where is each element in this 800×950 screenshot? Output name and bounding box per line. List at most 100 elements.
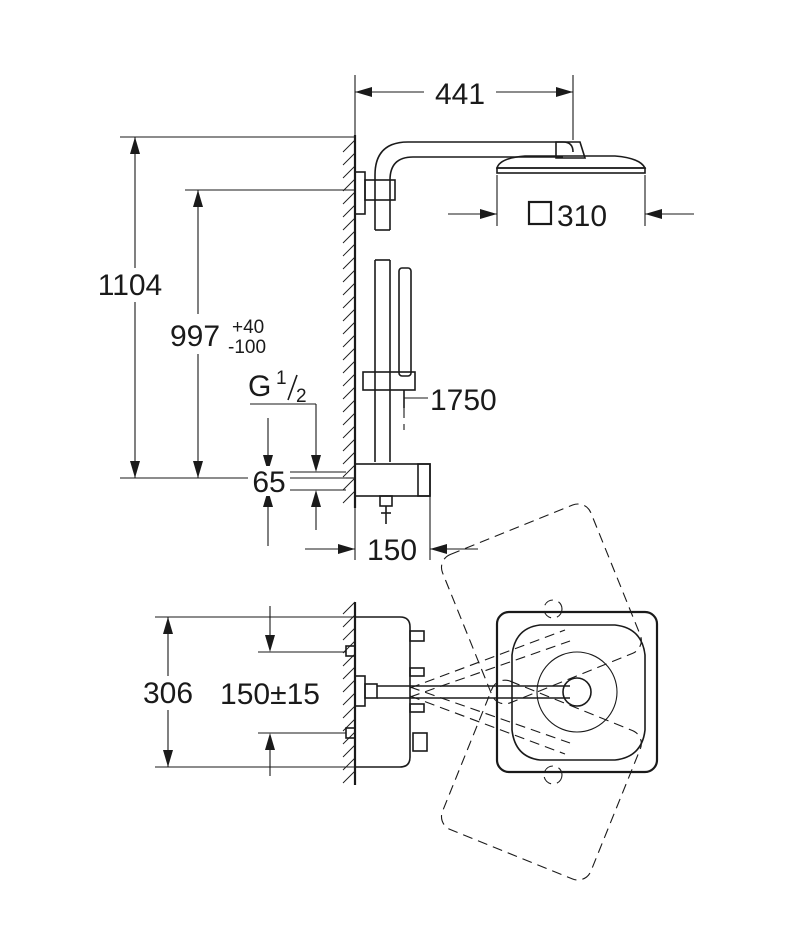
arrow-icon (338, 544, 355, 554)
label-bg (130, 676, 206, 710)
spray-ring (536, 651, 618, 733)
hatch-mark (342, 451, 356, 465)
thermostat-plan (355, 616, 411, 768)
dim-441-label: 441 (435, 78, 485, 111)
arrow-icon (130, 461, 140, 478)
dim-150-15-label: 150±15 (220, 678, 320, 711)
arrow-icon (311, 490, 321, 507)
hatch-mark (342, 477, 356, 491)
label-bg (248, 466, 290, 496)
hatch-mark (342, 770, 356, 784)
arrow-icon (265, 733, 275, 750)
hatch-mark (342, 152, 356, 166)
arm-ghost (409, 695, 566, 755)
hatch-mark (342, 679, 356, 693)
slider-holder (362, 371, 416, 391)
handle-mid (409, 667, 425, 677)
hatch-mark (342, 360, 356, 374)
hand-shower (398, 267, 412, 377)
handle-mid (409, 703, 425, 713)
hatch-mark (342, 282, 356, 296)
hatch-mark (342, 217, 356, 231)
thread-g-label: G (248, 370, 271, 403)
hatch-mark (342, 191, 356, 205)
hatch-mark (342, 692, 356, 706)
hatch-mark (342, 269, 356, 283)
hatch-mark (342, 139, 356, 153)
hatch-mark (342, 386, 356, 400)
arrow-icon (355, 87, 372, 97)
hatch-mark (342, 334, 356, 348)
outlet-connector (379, 495, 393, 507)
inlet-plan (345, 645, 356, 657)
hatch-mark (342, 757, 356, 771)
dim-997-label: 997 (170, 320, 220, 353)
side-view: 441 1750 (82, 75, 694, 567)
dim-997-tol-minus: -100 (228, 337, 266, 358)
label-bg (164, 314, 276, 354)
spray-face (511, 624, 646, 761)
hatch-mark (342, 347, 356, 361)
hatch-mark (342, 230, 356, 244)
shower-head-plan (495, 610, 659, 774)
arrow-icon (263, 455, 273, 472)
head-joint (562, 677, 592, 707)
shower-head-plate (496, 167, 646, 174)
hatch-mark (342, 165, 356, 179)
plan-view: 306 150±15 (130, 503, 659, 881)
dim-997-tol-plus: +40 (232, 317, 264, 338)
wall-bracket (354, 171, 366, 215)
handle-top (409, 630, 425, 642)
fraction-slash (287, 374, 298, 401)
wall-hatching-upper (342, 139, 356, 504)
dim-150-label: 150 (367, 534, 417, 567)
arm-ghost (409, 640, 571, 698)
hatch-mark (342, 399, 356, 413)
shower-head-top (495, 155, 647, 169)
thread-numerator: 1 (276, 368, 287, 389)
dim-65-label: 65 (252, 466, 285, 499)
hatch-mark (342, 744, 356, 758)
nozzle-ghost (543, 599, 563, 619)
hatch-mark (342, 295, 356, 309)
handle-bottom (412, 732, 428, 752)
head-ghost-upper (440, 503, 642, 705)
dim-306-label: 306 (143, 677, 193, 710)
hatch-mark (342, 412, 356, 426)
hatch-mark (342, 640, 356, 654)
arrow-icon (480, 209, 497, 219)
bracket-clamp (364, 179, 396, 201)
arrow-icon (163, 750, 173, 767)
dim-1104-label: 1104 (98, 269, 163, 302)
shower-arm-outer (374, 141, 574, 230)
arrow-icon (193, 461, 203, 478)
hatch-mark (342, 601, 356, 615)
arrow-icon (130, 137, 140, 154)
label-bg (424, 76, 496, 108)
arrow-icon (430, 544, 447, 554)
hatch-mark (342, 718, 356, 732)
arrow-icon (263, 490, 273, 507)
hatch-mark (342, 425, 356, 439)
hatch-mark (342, 627, 356, 641)
square-symbol-icon (527, 200, 553, 226)
arm-bracket-plan (354, 675, 366, 707)
label-bg (82, 268, 180, 302)
hatch-mark (342, 243, 356, 257)
hatch-mark (342, 256, 356, 270)
hatch-mark (342, 178, 356, 192)
hatch-mark (342, 308, 356, 322)
hatch-mark (342, 204, 356, 218)
arrow-icon (311, 455, 321, 472)
hatch-mark (342, 321, 356, 335)
dim-310-label: 310 (557, 200, 607, 233)
arrow-icon (163, 617, 173, 634)
hatch-mark (342, 666, 356, 680)
hatch-mark (342, 438, 356, 452)
arm-ghost (409, 629, 566, 689)
thermostat-knob (417, 463, 431, 497)
arm-bracket-clamp (364, 683, 378, 699)
nozzle-ghost (543, 765, 563, 785)
